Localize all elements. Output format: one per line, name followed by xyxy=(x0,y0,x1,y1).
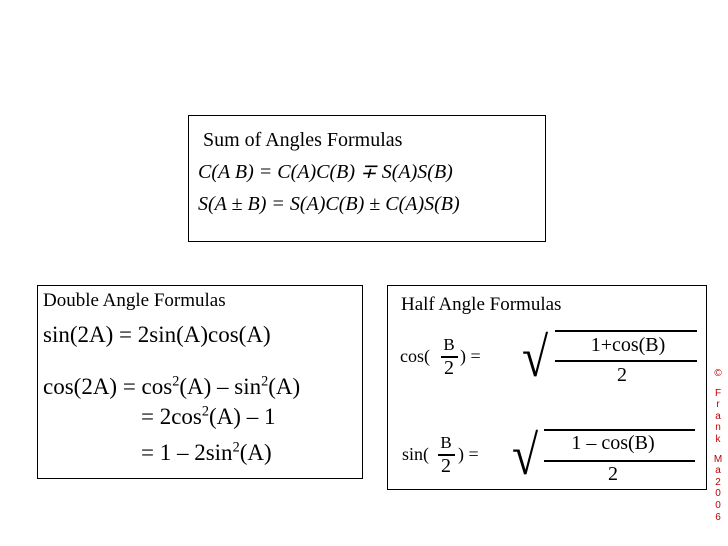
half-title: Half Angle Formulas xyxy=(401,294,562,315)
copyright-char: k xyxy=(715,433,721,445)
half-cos-suffix: ) = xyxy=(460,346,481,366)
half-angle-box: Half Angle Formulas cos( B 2 ) = √ 1+cos… xyxy=(387,285,707,490)
copyright-char: a xyxy=(715,410,721,422)
half-cos-fraction-bar xyxy=(555,360,697,362)
copyright-char: F xyxy=(714,387,722,399)
half-sin-angle-denominator: 2 xyxy=(441,455,451,477)
double-cosine-alt2: = 1 – 2sin2(A) xyxy=(141,439,272,465)
sum-of-angles-box: Sum of Angles Formulas C(A B) = C(A)C(B)… xyxy=(188,115,546,242)
sum-cosine-formula: C(A B) = C(A)C(B) ∓ S(A)S(B) xyxy=(198,161,453,183)
half-sin-suffix: ) = xyxy=(458,444,479,464)
copyright-char: M xyxy=(713,453,723,465)
half-sin-angle-fraction: B xyxy=(440,433,452,452)
half-cos-numerator: 1+cos(B) xyxy=(590,334,666,356)
copyright-char: r xyxy=(716,399,720,411)
half-cos-angle-denominator: 2 xyxy=(444,357,454,379)
half-sin-radical-bar xyxy=(544,429,695,431)
double-cosine-alt1: = 2cos2(A) – 1 xyxy=(141,403,276,429)
half-cos-denominator: 2 xyxy=(617,364,627,386)
half-sin-numerator: 1 – cos(B) xyxy=(571,432,655,454)
copyright-char: 2 xyxy=(715,476,721,488)
half-cos-angle-fraction: B xyxy=(443,335,455,354)
half-cos-prefix: cos( xyxy=(400,346,430,366)
sum-title: Sum of Angles Formulas xyxy=(203,129,403,151)
half-sin-angle-bar xyxy=(438,454,455,456)
half-sin-denominator: 2 xyxy=(608,463,618,485)
copyright-char: n xyxy=(715,422,721,434)
double-cosine-formula: cos(2A) = cos2(A) – sin2(A) xyxy=(43,373,301,399)
copyright-char: a xyxy=(715,465,721,477)
half-sin-radical-icon: √ xyxy=(512,425,539,487)
half-cos-radical-icon: √ xyxy=(522,327,549,389)
half-sin-fraction-bar xyxy=(544,460,695,462)
double-sine-formula: sin(2A) = 2sin(A)cos(A) xyxy=(43,322,271,347)
double-angle-box: Double Angle Formulas sin(2A) = 2sin(A)c… xyxy=(37,285,363,479)
copyright-char: 0 xyxy=(715,488,721,500)
half-sin-prefix: sin( xyxy=(402,444,429,464)
copyright-char: © xyxy=(714,368,722,379)
copyright-char: 0 xyxy=(715,499,721,511)
half-cos-radical-bar xyxy=(555,330,697,332)
sum-sine-formula: S(A ± B) = S(A)C(B) ± C(A)S(B) xyxy=(198,193,460,215)
half-cos-angle-bar xyxy=(441,356,458,358)
double-title: Double Angle Formulas xyxy=(43,290,226,311)
copyright-char: 6 xyxy=(715,511,721,523)
